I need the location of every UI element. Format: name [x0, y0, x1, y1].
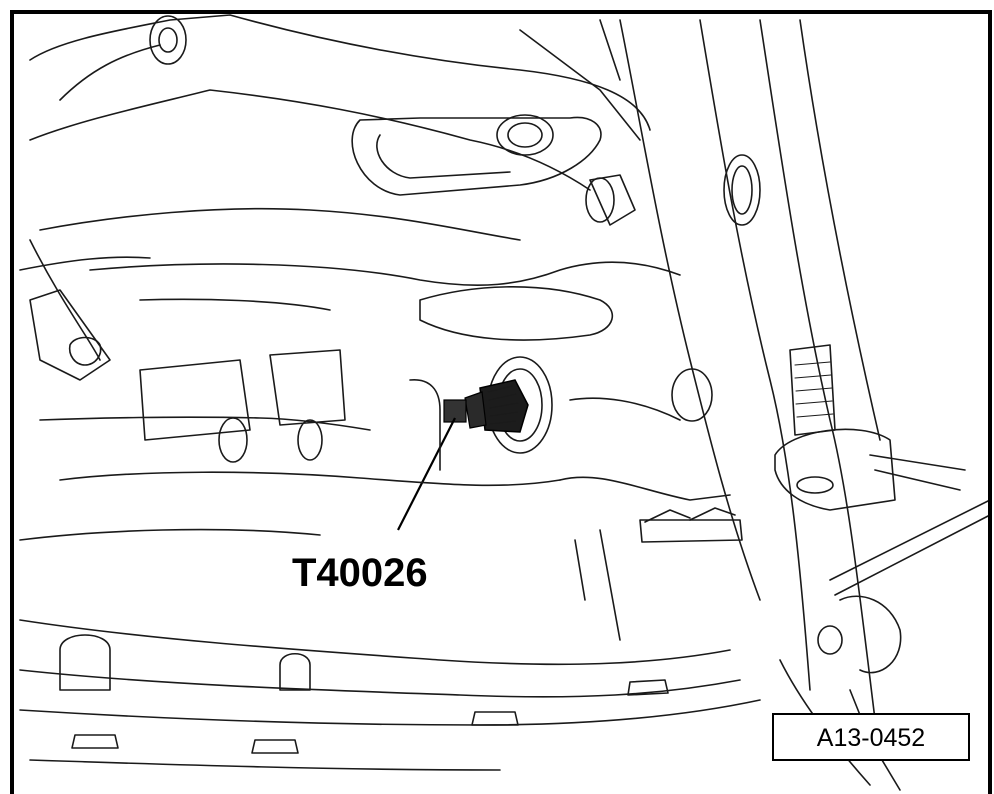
- right-rail: [585, 19, 881, 761]
- connector-block: [774, 344, 991, 596]
- bolt: [71, 679, 669, 754]
- lower-housing: [19, 349, 743, 641]
- tool-insert: [443, 356, 553, 454]
- oblong-slot: [351, 114, 602, 196]
- reference-code-box: [772, 713, 970, 761]
- callout-label: T40026: [292, 551, 428, 595]
- left-bracket: [19, 239, 151, 381]
- oil-pan: [19, 619, 761, 771]
- callout-leader: [397, 417, 456, 531]
- mid-crossbar: [89, 261, 681, 341]
- upper-bracket: [29, 14, 651, 241]
- reference-code: A13-0452: [817, 724, 925, 752]
- figure-frame: [10, 10, 992, 794]
